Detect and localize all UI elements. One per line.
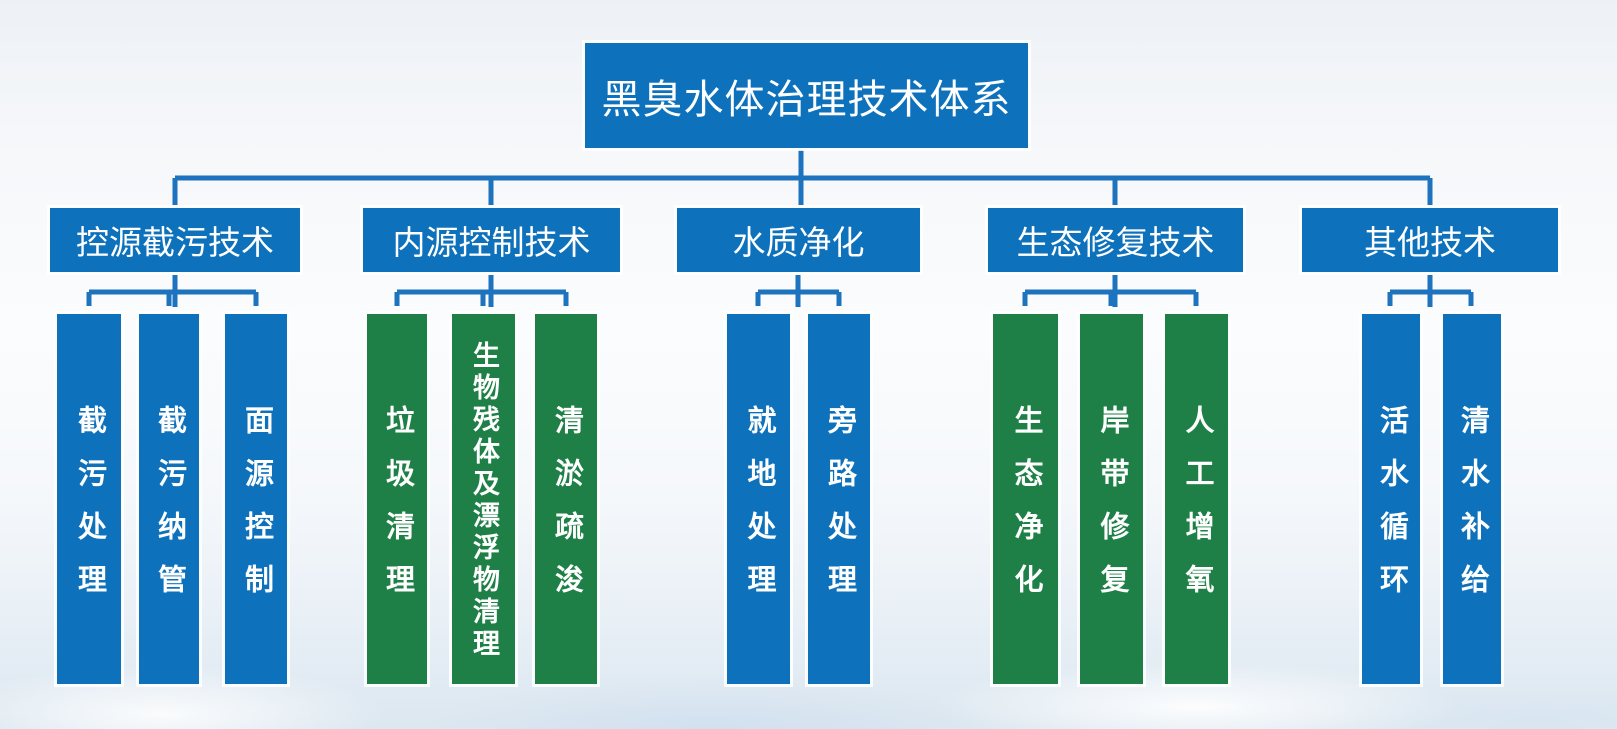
leaf-label: 清水补给 <box>1456 405 1489 617</box>
leaf-node: 截污纳管 <box>139 314 199 684</box>
leaf-label: 生物残体及漂浮物清理 <box>469 341 499 661</box>
branch-node-eco-restoration: 生态修复技术 <box>988 208 1243 272</box>
leaf-label: 就地处理 <box>743 405 775 617</box>
leaf-node: 截污处理 <box>57 314 121 684</box>
leaf-node: 清淤疏浚 <box>535 314 597 684</box>
branch-label: 其他技术 <box>1364 224 1496 261</box>
branch-node-internal-source-control: 内源控制技术 <box>363 208 620 272</box>
leaf-label: 清淤疏浚 <box>550 405 583 617</box>
root-node: 黑臭水体治理技术体系 <box>585 43 1028 148</box>
leaf-node: 就地处理 <box>727 314 790 684</box>
leaf-label: 生态净化 <box>1010 405 1042 617</box>
leaf-node: 清水补给 <box>1443 314 1501 684</box>
leaf-node: 生物残体及漂浮物清理 <box>452 314 515 684</box>
leaf-node: 人工增氧 <box>1165 314 1228 684</box>
leaf-label: 活水循环 <box>1375 405 1408 617</box>
leaf-label: 截污纳管 <box>153 405 186 617</box>
leaf-node: 生态净化 <box>993 314 1058 684</box>
branch-node-other-tech: 其他技术 <box>1302 208 1558 272</box>
leaf-node: 面源控制 <box>225 314 287 684</box>
leaf-label: 垃圾清理 <box>381 405 414 617</box>
leaf-node: 垃圾清理 <box>367 314 427 684</box>
leaf-label: 岸带修复 <box>1096 405 1128 617</box>
branch-node-source-interception: 控源截污技术 <box>50 208 300 272</box>
chart-title: 黑臭水体治理技术体系 <box>601 77 1012 122</box>
branch-label: 内源控制技术 <box>392 224 591 261</box>
leaf-node: 旁路处理 <box>808 314 870 684</box>
leaf-node: 岸带修复 <box>1080 314 1143 684</box>
leaf-label: 截污处理 <box>73 405 106 617</box>
leaf-label: 旁路处理 <box>823 405 856 617</box>
leaf-label: 面源控制 <box>240 405 273 617</box>
leaf-label: 人工增氧 <box>1181 405 1213 617</box>
branch-label: 控源截污技术 <box>76 224 274 261</box>
leaf-node: 活水循环 <box>1362 314 1420 684</box>
branch-label: 水质净化 <box>732 224 865 261</box>
branch-node-water-purification: 水质净化 <box>677 208 920 272</box>
branch-label: 生态修复技术 <box>1016 224 1215 261</box>
